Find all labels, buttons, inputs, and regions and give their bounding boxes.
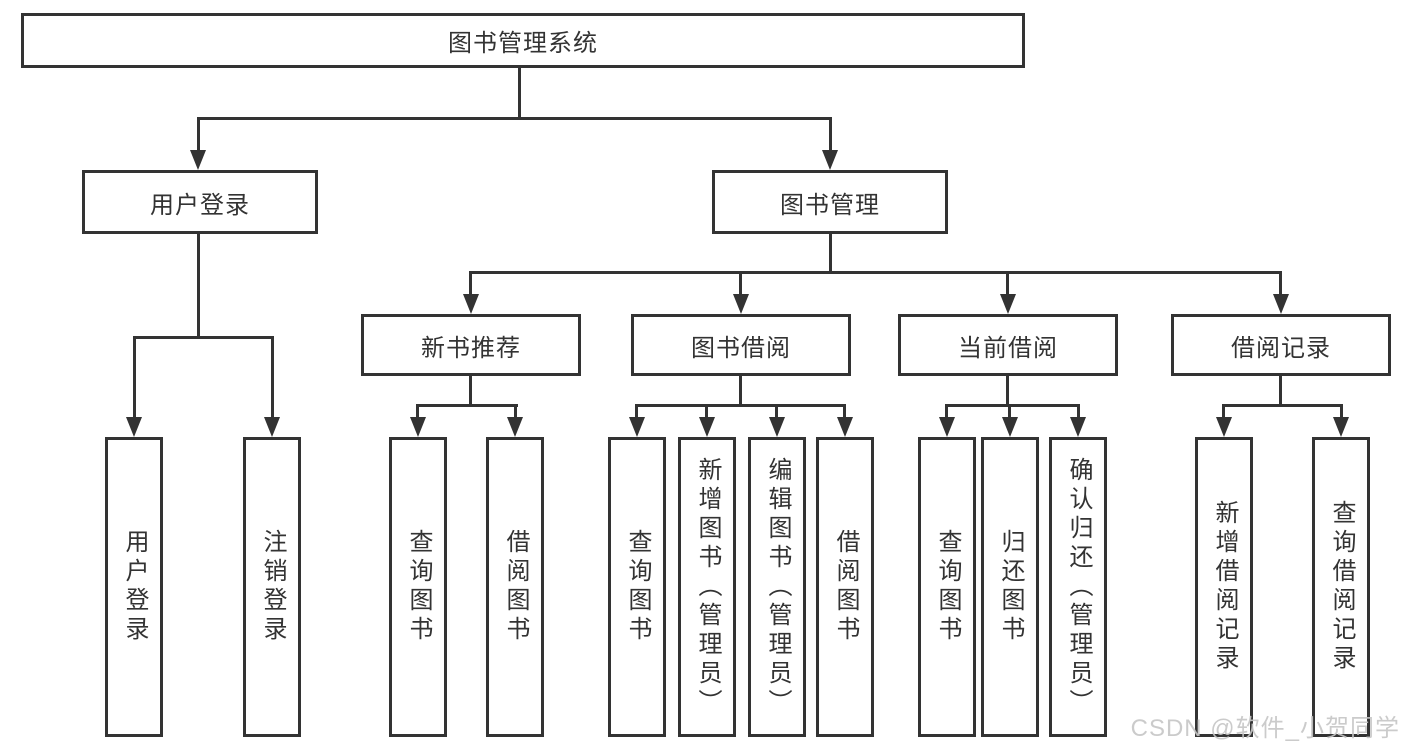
leaf-add-book-admin: 新增图书（管理员） — [678, 437, 736, 737]
arrow-down-icon — [126, 417, 142, 437]
arrow-down-icon — [463, 294, 479, 314]
connector-line — [635, 404, 638, 418]
arrow-down-icon — [1216, 417, 1232, 437]
node-borrow-records: 借阅记录 — [1171, 314, 1391, 376]
connector-line — [469, 271, 1282, 274]
node-user-login: 用户登录 — [82, 170, 318, 234]
node-root-system: 图书管理系统 — [21, 13, 1025, 68]
connector-line — [1279, 271, 1282, 295]
leaf-return-book: 归还图书 — [981, 437, 1039, 737]
arrow-down-icon — [1002, 417, 1018, 437]
connector-line — [271, 336, 274, 421]
connector-line — [1008, 404, 1011, 418]
connector-line — [705, 404, 708, 418]
leaf-query-books-2: 查询图书 — [608, 437, 666, 737]
node-book-borrow: 图书借阅 — [631, 314, 851, 376]
leaf-query-books-3: 查询图书 — [918, 437, 976, 737]
arrow-down-icon — [410, 417, 426, 437]
arrow-down-icon — [1333, 417, 1349, 437]
arrow-down-icon — [822, 150, 838, 170]
leaf-borrow-books-2: 借阅图书 — [816, 437, 874, 737]
arrow-down-icon — [190, 150, 206, 170]
leaf-edit-book-admin: 编辑图书（管理员） — [748, 437, 806, 737]
leaf-user-login: 用户登录 — [105, 437, 163, 737]
connector-line — [416, 404, 518, 407]
connector-line — [635, 404, 846, 407]
connector-line — [739, 271, 742, 295]
arrow-down-icon — [699, 417, 715, 437]
connector-line — [775, 404, 778, 418]
arrow-down-icon — [264, 417, 280, 437]
connector-line — [518, 68, 521, 118]
arrow-down-icon — [837, 417, 853, 437]
node-new-book-recommend: 新书推荐 — [361, 314, 581, 376]
leaf-add-borrow-record: 新增借阅记录 — [1195, 437, 1253, 737]
connector-line — [197, 117, 200, 153]
connector-line — [1006, 271, 1009, 295]
connector-line — [739, 376, 742, 405]
arrow-down-icon — [1273, 294, 1289, 314]
leaf-query-borrow-record: 查询借阅记录 — [1312, 437, 1370, 737]
leaf-query-books-1: 查询图书 — [389, 437, 447, 737]
connector-line — [469, 271, 472, 295]
arrow-down-icon — [629, 417, 645, 437]
connector-line — [829, 117, 832, 153]
node-book-management: 图书管理 — [712, 170, 948, 234]
connector-line — [1222, 404, 1225, 418]
connector-line — [1077, 404, 1080, 418]
arrow-down-icon — [939, 417, 955, 437]
arrow-down-icon — [769, 417, 785, 437]
connector-line — [197, 117, 832, 120]
node-current-borrow: 当前借阅 — [898, 314, 1118, 376]
arrow-down-icon — [507, 417, 523, 437]
connector-line — [829, 234, 832, 272]
arrow-down-icon — [1070, 417, 1086, 437]
connector-line — [945, 404, 1080, 407]
connector-line — [1340, 404, 1343, 418]
connector-line — [416, 404, 419, 418]
arrow-down-icon — [1000, 294, 1016, 314]
connector-line — [843, 404, 846, 418]
connector-line — [514, 404, 517, 418]
leaf-borrow-books-1: 借阅图书 — [486, 437, 544, 737]
leaf-confirm-return-admin: 确认归还（管理员） — [1049, 437, 1107, 737]
arrow-down-icon — [733, 294, 749, 314]
connector-line — [1222, 404, 1343, 407]
connector-line — [1279, 376, 1282, 405]
connector-line — [469, 376, 472, 405]
csdn-watermark: CSDN @软件_小贺同学 — [1130, 715, 1400, 742]
connector-line — [945, 404, 948, 418]
connector-line — [197, 234, 200, 336]
leaf-logout: 注销登录 — [243, 437, 301, 737]
connector-line — [133, 336, 274, 339]
connector-line — [133, 336, 136, 421]
connector-line — [1006, 376, 1009, 405]
